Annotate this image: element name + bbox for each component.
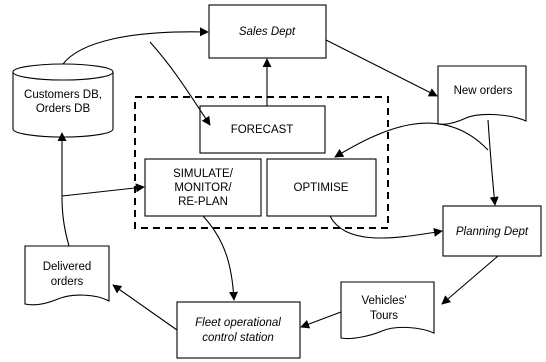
delivered-orders-node: Delivered orders [24,245,110,306]
customers-db-label-line1: Customers DB, [24,89,102,101]
forecast-node: FORECAST [199,105,326,154]
new-orders-label: New orders [454,85,513,97]
delivered-orders-label-line2: orders [51,276,84,288]
planning-dept-node: Planning Dept [442,205,542,257]
optimise-label: OPTIMISE [294,182,349,194]
edge-optimise-to-planning-dept [329,215,443,239]
edge-planning-dept-to-vehicles-tours [441,255,499,305]
customers-db-label-line2: Orders DB [36,103,91,115]
simulate-label-line3: RE-PLAN [178,196,228,208]
edge-junction-to-simulate [61,183,145,197]
delivered-orders-label-line1: Delivered [43,261,92,273]
vehicles-tours-label-line1: Vehicles' [361,295,406,307]
sales-dept-node: Sales Dept [208,4,327,59]
fleet-control-label-line2: control station [202,332,274,344]
edge-vehicles-tours-to-fleet-control [300,311,342,329]
planning-dept-label: Planning Dept [456,226,529,238]
customers-db-node: Customers DB, Orders DB [12,63,114,138]
fleet-control-label-line1: Fleet operational [195,317,281,329]
edge-new-orders-to-planning-dept [487,119,499,206]
edge-new-orders-to-optimise [334,122,489,158]
edge-simulate-to-fleet-control [202,215,239,301]
optimise-node: OPTIMISE [266,158,377,217]
forecast-label: FORECAST [231,124,294,136]
fleet-control-station-node: Fleet operational control station [176,301,301,359]
edge-customers-db-to-forecast [149,41,211,126]
edge-fleet-control-to-delivered-orders [112,284,178,331]
core-functions-group [134,96,389,229]
simulate-monitor-replan-node: SIMULATE/ MONITOR/ RE-PLAN [144,158,262,217]
edge-customers-db-to-sales-dept [62,27,209,65]
new-orders-node: New orders [437,65,527,125]
simulate-label-line1: SIMULATE/ [173,168,234,180]
edge-delivered-orders-up [61,195,70,247]
vehicles-tours-node: Vehicles' Tours [340,281,435,340]
simulate-label-line2: MONITOR/ [174,182,232,194]
sales-dept-label: Sales Dept [239,26,296,38]
vehicles-tours-label-line2: Tours [370,310,398,322]
edge-sales-dept-to-new-orders [325,39,438,97]
